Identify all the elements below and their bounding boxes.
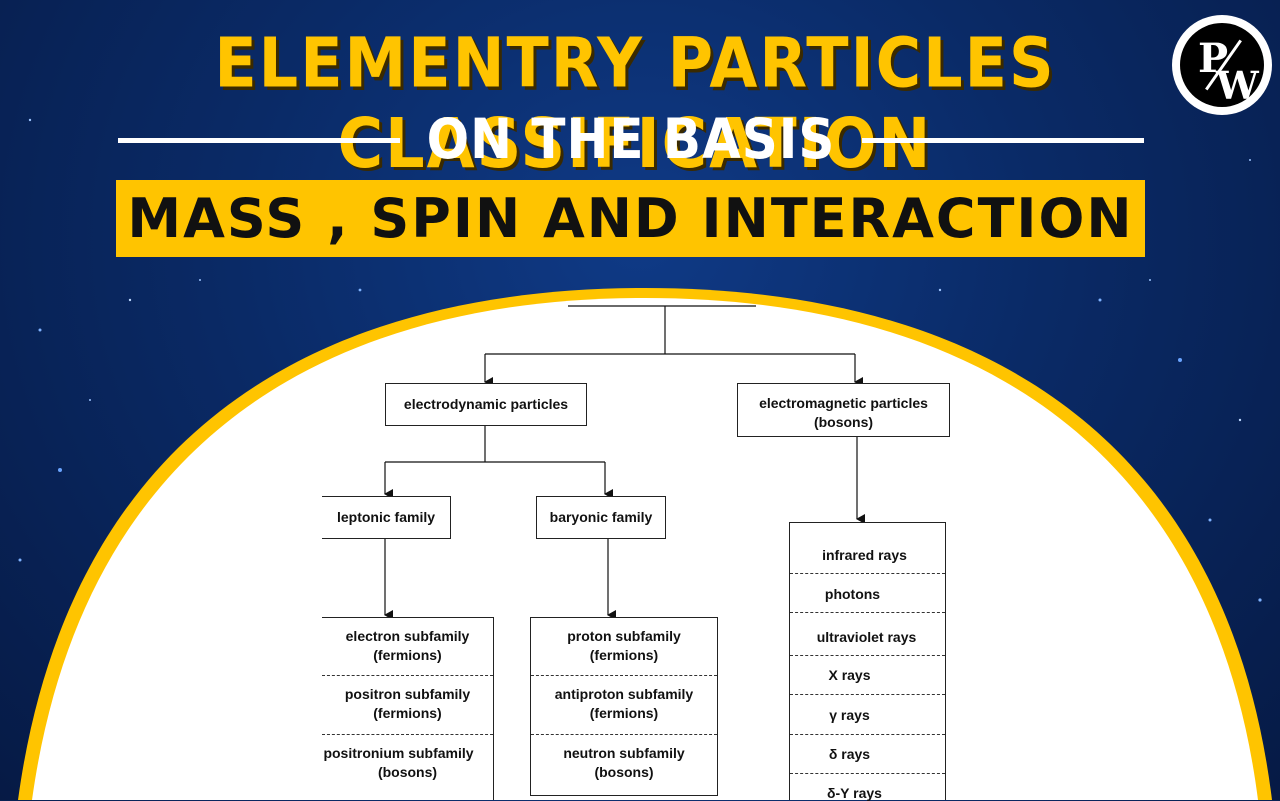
divider xyxy=(790,734,945,735)
leptonic-family-box: leptonic family xyxy=(322,496,451,539)
subfamily-name: neutron subfamily xyxy=(563,745,685,761)
electromagnetic-particles-box: electromagnetic particles (bosons) xyxy=(737,383,950,437)
subfamily-name: positron subfamily xyxy=(344,686,471,702)
leptonic-label: leptonic family xyxy=(336,509,436,525)
list-item: proton subfamily (fermions) xyxy=(531,627,717,665)
subfamily-type: (bosons) xyxy=(377,764,438,780)
list-item: positronium subfamily (bosons) xyxy=(322,744,493,782)
divider xyxy=(531,675,717,676)
highlight-bar: MASS , SPIN AND INTERACTION xyxy=(116,180,1145,257)
list-item: electron subfamily (fermions) xyxy=(322,627,493,665)
baryonic-label: baryonic family xyxy=(549,509,653,525)
main-title: ELEMENTRY PARTICLES CLASSIFICATION xyxy=(214,22,1056,184)
pw-logo: P W xyxy=(1172,15,1272,115)
subfamily-name: antiproton subfamily xyxy=(554,686,694,702)
list-item: neutron subfamily (bosons) xyxy=(531,744,717,782)
divider xyxy=(790,694,945,695)
list-item: photons xyxy=(824,586,881,602)
electromagnetic-label: electromagnetic particles xyxy=(759,395,928,411)
list-item: ultraviolet rays xyxy=(816,629,917,645)
pw-logo-inner: P W xyxy=(1180,23,1264,108)
list-item: γ rays xyxy=(829,707,870,723)
electrodynamic-label: electrodynamic particles xyxy=(403,396,569,412)
divider xyxy=(790,573,945,574)
subfamily-type: (fermions) xyxy=(373,705,442,721)
rays-list-box: infrared rays photons ultraviolet rays X… xyxy=(789,522,946,801)
title-banner: ELEMENTRY PARTICLES CLASSIFICATION ON TH… xyxy=(0,0,1280,270)
subfamily-name: electron subfamily xyxy=(345,628,470,644)
subtitle-rule-left xyxy=(118,138,400,143)
list-item: antiproton subfamily (fermions) xyxy=(531,685,717,723)
list-item: infrared rays xyxy=(822,547,907,563)
divider xyxy=(322,734,493,735)
list-item: δ rays xyxy=(828,746,871,762)
electromagnetic-sublabel: (bosons) xyxy=(813,414,874,430)
subfamily-type: (fermions) xyxy=(373,647,442,663)
subfamily-name: positronium subfamily xyxy=(323,745,474,761)
electrodynamic-particles-box: electrodynamic particles xyxy=(385,383,587,426)
list-item: X rays xyxy=(828,667,871,683)
pw-logo-w: W xyxy=(1216,63,1259,108)
list-item: positron subfamily (fermions) xyxy=(322,685,493,723)
list-item: δ-Y rays xyxy=(827,785,882,801)
divider xyxy=(790,655,945,656)
divider xyxy=(322,675,493,676)
leptonic-subfamily-box: electron subfamily (fermions) positron s… xyxy=(322,617,494,800)
subfamily-name: proton subfamily xyxy=(567,628,681,644)
subfamily-type: (bosons) xyxy=(594,764,654,780)
divider xyxy=(790,773,945,774)
divider xyxy=(790,612,945,613)
divider xyxy=(531,734,717,735)
baryonic-family-box: baryonic family xyxy=(536,496,666,539)
subtitle-rule-right xyxy=(862,138,1144,143)
subfamily-type: (fermions) xyxy=(589,647,659,663)
subfamily-type: (fermions) xyxy=(589,705,659,721)
pw-logo-p: P xyxy=(1198,35,1229,82)
baryonic-subfamily-box: proton subfamily (fermions) antiproton s… xyxy=(530,617,718,796)
